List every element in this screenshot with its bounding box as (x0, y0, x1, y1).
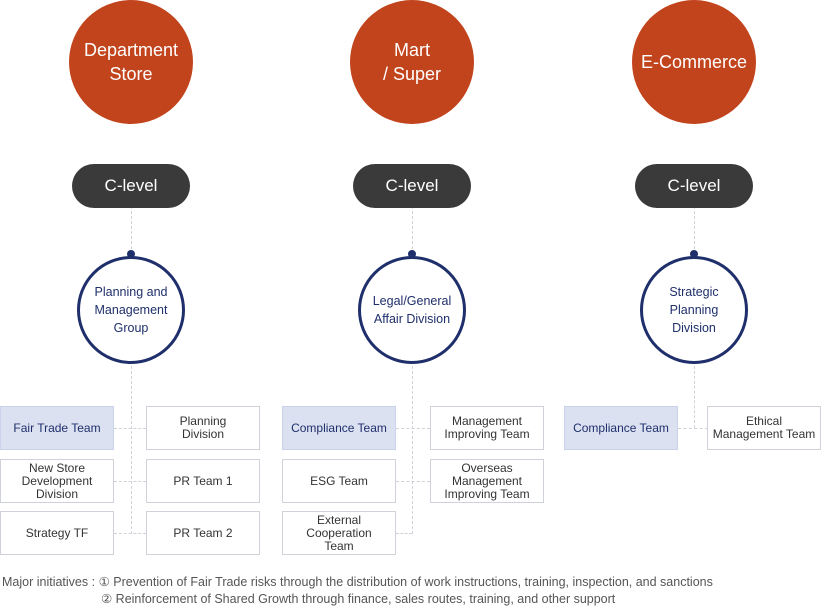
division-circle: Legal/General Affair Division (358, 256, 466, 364)
team-box-pr-team-1: PR Team 1 (146, 459, 260, 503)
connector-line (114, 428, 146, 429)
business-circle-e-commerce: E-Commerce (632, 0, 756, 124)
initiatives-note-line-1: Major initiatives : ① Prevention of Fair… (2, 574, 713, 590)
initiatives-prefix: Major initiatives : (2, 575, 99, 589)
division-circle: Strategic Planning Division (640, 256, 748, 364)
initiative-item-2: ② Reinforcement of Shared Growth through… (101, 592, 616, 606)
clevel-pill: C-level (72, 164, 190, 208)
team-box-pr-team-2: PR Team 2 (146, 511, 260, 555)
connector-line (114, 481, 146, 482)
connector-line (412, 366, 413, 534)
team-box-strategy-tf: Strategy TF (0, 511, 114, 555)
connector-line (678, 428, 708, 429)
connector-line (396, 533, 412, 534)
clevel-pill: C-level (353, 164, 471, 208)
connector-line (412, 186, 413, 254)
connector-line (396, 428, 430, 429)
division-circle: Planning and Management Group (77, 256, 185, 364)
connector-dot (127, 250, 135, 258)
connector-dot (690, 250, 698, 258)
connector-line (114, 533, 146, 534)
team-box-new-store-development: New Store Development Division (0, 459, 114, 503)
team-box-compliance: Compliance Team (564, 406, 678, 450)
team-box-planning-division: Planning Division (146, 406, 260, 450)
connector-line (694, 366, 695, 428)
initiative-item-1: ① Prevention of Fair Trade risks through… (98, 575, 713, 589)
team-box-esg: ESG Team (282, 459, 396, 503)
team-box-fair-trade: Fair Trade Team (0, 406, 114, 450)
clevel-pill: C-level (635, 164, 753, 208)
connector-dot (408, 250, 416, 258)
team-box-compliance: Compliance Team (282, 406, 396, 450)
connector-line (131, 186, 132, 254)
business-circle-mart-super: Mart / Super (350, 0, 474, 124)
team-box-management-improving: Management Improving Team (430, 406, 544, 450)
business-circle-department-store: Department Store (69, 0, 193, 124)
team-box-ethical-management: Ethical Management Team (707, 406, 821, 450)
connector-line (694, 186, 695, 254)
initiatives-note-line-2: ② Reinforcement of Shared Growth through… (101, 591, 615, 607)
connector-line (396, 481, 430, 482)
team-box-external-cooperation: External Cooperation Team (282, 511, 396, 555)
team-box-overseas-management: Overseas Management Improving Team (430, 459, 544, 503)
connector-line (131, 366, 132, 534)
